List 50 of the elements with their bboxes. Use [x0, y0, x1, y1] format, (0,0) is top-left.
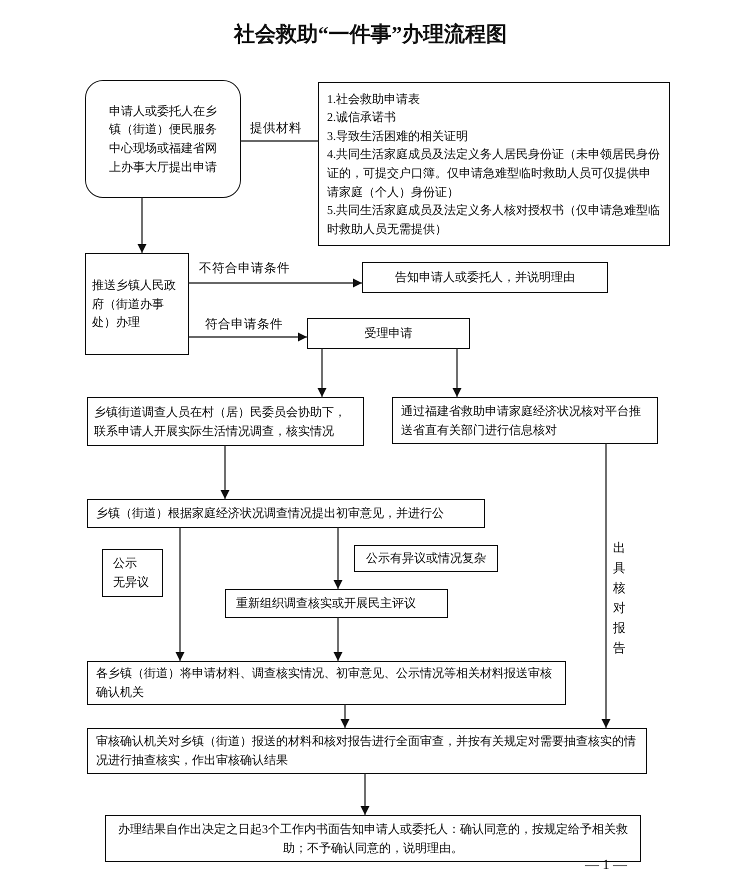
title: 社会救助“一件事”办理流程图	[232, 21, 508, 48]
box-text: 乡镇（街道）根据家庭经济状况调查情况提出初审意见，并进行公	[96, 505, 445, 522]
box-text: 1.社会救助申请表	[327, 90, 421, 108]
box-text: 通过福建省救助申请家庭经济状况核对平台推送省直有关部门进行信息核对	[401, 402, 642, 438]
box-text: 乡镇街道调查人员在村（居）民委员会协助下，联系申请人开展实际生活情况调查，核实情况	[94, 404, 347, 440]
process-box	[362, 262, 608, 293]
process-box	[87, 397, 364, 446]
arrow	[189, 278, 362, 288]
arrow	[452, 349, 462, 397]
box-text: 各乡镇（街道）将申请材料、调查核实情况、初审意见、公示情况等相关材料报送审核确认机关	[96, 665, 553, 701]
box-text: 申请人或委托人在乡镇（街道）便民服务中心现场或福建省网上办事大厅提出申请	[108, 102, 218, 176]
box-text: 重新组织调查核实或开展民主评议	[236, 595, 417, 612]
arrow	[360, 774, 370, 815]
process-box	[354, 545, 498, 572]
edge-label: 符合申请条件	[204, 316, 284, 333]
box-text: 2.诚信承诺书	[327, 109, 397, 126]
box-text: 公示有异议或情况复杂	[365, 550, 487, 568]
page-number: — 1 —	[585, 858, 627, 874]
process-box	[225, 589, 448, 618]
arrow	[138, 198, 146, 253]
process-box	[87, 499, 485, 528]
start-box	[85, 80, 241, 198]
box-text: 3.导致生活困难的相关证明	[327, 128, 469, 145]
box-text: 推送乡镇人民政府（街道办事处）办理	[92, 277, 177, 332]
box-text: 受理申请	[364, 325, 414, 342]
arrow	[220, 446, 230, 499]
process-box	[85, 253, 189, 355]
box-text: 办理结果自作出决定之日起3个工作内书面告知申请人或委托人：确认同意的，按规定给予相关救助；不予确认同意的，说明理由。	[117, 820, 629, 856]
box-text: 5.共同生活家庭成员及法定义务人核对授权书（仅申请急难型临时救助人员无需提供）	[327, 202, 661, 238]
box-text: 4.共同生活家庭成员及法定义务人居民身份证（未申领居民身份证的，可提交户口簿。仅申请急难型临时救助人员可仅提供申请家庭（个人）身份证）	[327, 146, 661, 201]
process-box	[392, 397, 658, 444]
arrow	[189, 332, 307, 342]
process-box	[87, 728, 647, 774]
arrow	[176, 528, 184, 661]
arrow	[334, 618, 342, 661]
box-text: 告知申请人或委托人，并说明理由	[394, 269, 576, 286]
process-box	[102, 549, 163, 597]
arrow	[318, 349, 326, 397]
process-box	[318, 82, 670, 246]
process-box	[307, 318, 470, 349]
connector-line	[241, 140, 318, 142]
box-text: 审核确认机关对乡镇（街道）报送的材料和核对报告进行全面审查，并按有关规定对需要抽查核实的情况进行抽查核实，作出审核确认结果	[96, 733, 637, 769]
arrow	[340, 705, 350, 728]
edge-label: 提供材料	[249, 120, 303, 137]
arrow	[334, 528, 342, 589]
process-box	[87, 661, 566, 705]
arrow	[602, 444, 610, 728]
box-text: 公示	[113, 555, 138, 572]
box-text: 无异议	[113, 574, 150, 591]
edge-label: 不符合申请条件	[198, 260, 291, 277]
